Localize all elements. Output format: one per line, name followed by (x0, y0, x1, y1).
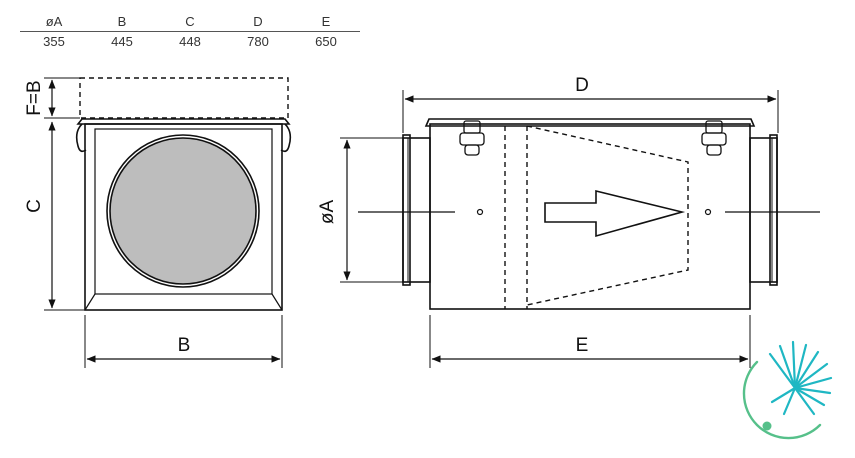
center-mark-left (476, 208, 484, 216)
label-fb: F=B (24, 80, 45, 115)
label-c: C (24, 199, 45, 213)
label-a: øA (317, 200, 338, 225)
housing-front (84, 123, 283, 311)
dimension-header-row: øA B C D E (20, 12, 360, 32)
dimension-table: øA B C D E 355 445 448 780 650 (20, 12, 360, 51)
hidden-filter-frame (504, 125, 689, 309)
filter-element (109, 137, 257, 285)
bevel-lines (84, 293, 283, 311)
header-a: øA (45, 14, 63, 29)
side-top-lid (424, 118, 756, 127)
value-b: 445 (111, 34, 133, 49)
right-clip (280, 123, 292, 153)
value-e: 650 (315, 34, 337, 49)
left-latch (459, 120, 485, 156)
logo-arc (742, 360, 822, 440)
header-b: B (117, 14, 127, 29)
center-mark-right (704, 208, 712, 216)
value-c: 448 (179, 34, 201, 49)
front-view (44, 77, 292, 368)
filter-drawer-outline (79, 77, 289, 119)
right-duct-collar (749, 137, 778, 283)
dimension-value-row: 355 445 448 780 650 (20, 32, 360, 52)
logo-rays (768, 340, 833, 416)
side-view (340, 90, 820, 368)
value-a: 355 (43, 34, 65, 49)
label-e: E (576, 335, 589, 356)
housing-inner (94, 128, 273, 295)
logo-seed (762, 421, 772, 431)
header-e: E (321, 14, 331, 29)
right-collar-gasket (769, 134, 778, 286)
dandelion-logo-icon (742, 340, 833, 440)
label-d: D (575, 75, 589, 96)
right-latch (701, 120, 727, 156)
side-housing (429, 123, 751, 310)
duct-collar-outer (106, 134, 260, 288)
airflow-arrow-icon (544, 189, 686, 238)
left-collar-gasket (402, 134, 411, 286)
header-c: C (185, 14, 195, 29)
value-d: 780 (247, 34, 269, 49)
left-duct-collar (402, 137, 431, 283)
left-clip (75, 123, 87, 153)
header-d: D (253, 14, 263, 29)
label-b: B (178, 335, 191, 356)
